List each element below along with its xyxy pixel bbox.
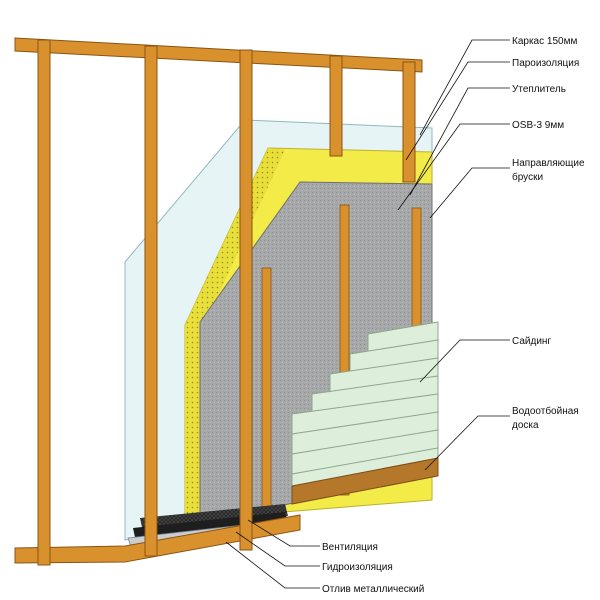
label-battens-line2: бруски xyxy=(512,171,543,183)
label-waterproofing: Гидроизоляция xyxy=(322,562,393,573)
label-osb: OSB-3 9мм xyxy=(512,120,564,131)
label-drip-board-line1: Водоотбойная xyxy=(512,405,579,417)
callout-lines xyxy=(225,39,510,589)
insulation-side-edge xyxy=(185,325,202,520)
label-frame: Каркас 150мм xyxy=(512,36,577,47)
label-insulation: Утеплитель xyxy=(512,84,566,95)
label-siding: Сайдинг xyxy=(512,336,551,347)
wood-frame xyxy=(14,37,423,566)
siding-panels xyxy=(291,321,439,487)
label-drip-board-line2: доска xyxy=(512,420,539,431)
insulation-edge xyxy=(185,148,285,330)
label-vapor-barrier: Пароизоляция xyxy=(512,58,579,69)
label-battens-line1: Направляющие xyxy=(512,158,585,169)
drip-board xyxy=(291,457,439,505)
label-ventilation: Вентиляция xyxy=(322,542,378,553)
label-metal-flashing: Отлив металлический xyxy=(322,584,424,595)
